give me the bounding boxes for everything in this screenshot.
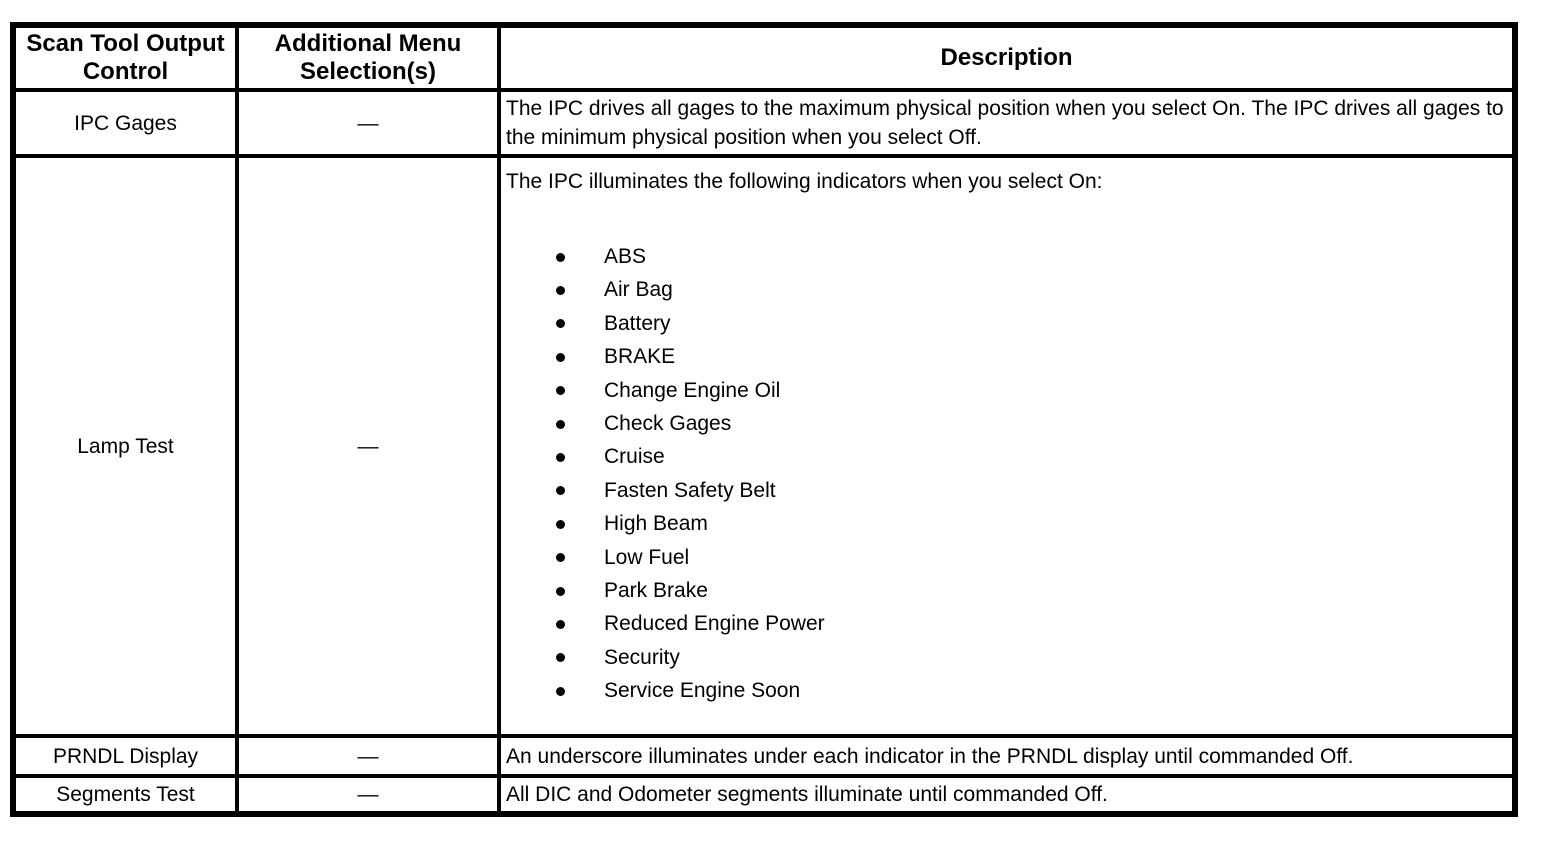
table-row: IPC Gages — The IPC drives all gages to … [11, 88, 1517, 158]
indicator-list-item: Park Brake [506, 574, 1504, 607]
bullet-icon [556, 553, 565, 563]
indicator-list-item: Cruise [506, 440, 1504, 473]
bullet-icon [556, 453, 565, 463]
cell-menu-selection: — [235, 88, 501, 158]
bullet-icon [556, 653, 565, 663]
indicator-list-item: Fasten Safety Belt [506, 474, 1504, 507]
indicator-list-item: Air Bag [506, 273, 1504, 306]
header-description: Description [497, 23, 1517, 92]
cell-description: An underscore illuminates under each ind… [497, 734, 1517, 778]
indicator-label: Low Fuel [604, 545, 690, 569]
indicator-label: Reduced Engine Power [604, 612, 825, 636]
cell-control: IPC Gages [11, 88, 239, 158]
bullet-icon [556, 486, 565, 496]
indicator-list-item: High Beam [506, 507, 1504, 540]
indicator-label: Air Bag [604, 278, 673, 302]
indicator-list-item: Change Engine Oil [506, 374, 1504, 407]
description-text: The IPC drives all gages to the maximum … [506, 97, 1504, 149]
indicator-label: Security [604, 645, 680, 669]
bullet-icon [556, 252, 565, 262]
bullet-icon [556, 686, 565, 696]
bullet-icon [556, 519, 565, 529]
indicator-label: ABS [604, 245, 647, 268]
description-intro: The IPC illuminates the following indica… [506, 170, 1103, 193]
indicator-label: Service Engine Soon [604, 679, 801, 703]
indicator-label: High Beam [604, 512, 708, 536]
indicator-label: Change Engine Oil [604, 378, 781, 402]
bullet-icon [556, 619, 565, 629]
indicator-list-item: Service Engine Soon [506, 674, 1504, 707]
table-row: PRNDL Display — An underscore illuminate… [11, 734, 1517, 778]
indicator-list-item: Reduced Engine Power [506, 607, 1504, 640]
cell-control: PRNDL Display [11, 734, 239, 778]
bullet-icon [556, 586, 565, 596]
indicator-label: Fasten Safety Belt [604, 478, 776, 502]
cell-description: The IPC drives all gages to the maximum … [497, 88, 1517, 158]
scan-tool-output-control-table: Scan Tool Output Control Additional Menu… [10, 22, 1518, 817]
indicator-list-item: ABS [506, 240, 1504, 273]
cell-menu-selection: — [235, 734, 501, 778]
indicator-label: Cruise [604, 445, 665, 469]
indicator-list-item: Low Fuel [506, 541, 1504, 574]
indicator-list-item: BRAKE [506, 340, 1504, 373]
description-text: An underscore illuminates under each ind… [506, 744, 1354, 768]
indicator-list-item: Check Gages [506, 407, 1504, 440]
indicator-label: Check Gages [604, 411, 732, 435]
description-text: All DIC and Odometer segments illuminate… [506, 783, 1108, 806]
table-row: Segments Test — All DIC and Odometer seg… [11, 774, 1517, 816]
header-additional-menu-selections: Additional Menu Selection(s) [235, 23, 501, 92]
cell-description: The IPC illuminates the following indica… [497, 154, 1517, 738]
table-row: Lamp Test — The IPC illuminates the foll… [11, 154, 1517, 738]
cell-control: Segments Test [11, 774, 239, 816]
indicator-label: BRAKE [604, 345, 676, 369]
bullet-icon [556, 386, 565, 396]
header-scan-tool-output-control: Scan Tool Output Control [11, 23, 239, 92]
cell-menu-selection: — [235, 154, 501, 738]
table-body: IPC Gages — The IPC drives all gages to … [11, 88, 1517, 816]
cell-control: Lamp Test [11, 154, 239, 738]
table-header-row: Scan Tool Output Control Additional Menu… [11, 23, 1517, 92]
cell-description: All DIC and Odometer segments illuminate… [497, 774, 1517, 816]
bullet-icon [556, 419, 565, 429]
cell-menu-selection: — [235, 774, 501, 816]
indicator-label: Park Brake [604, 578, 708, 602]
indicator-list-item: Security [506, 641, 1504, 674]
bullet-icon [556, 286, 565, 296]
bullet-icon [556, 319, 565, 329]
indicator-label: Battery [604, 311, 671, 335]
bullet-icon [556, 352, 565, 362]
indicator-list-item: Battery [506, 307, 1504, 340]
